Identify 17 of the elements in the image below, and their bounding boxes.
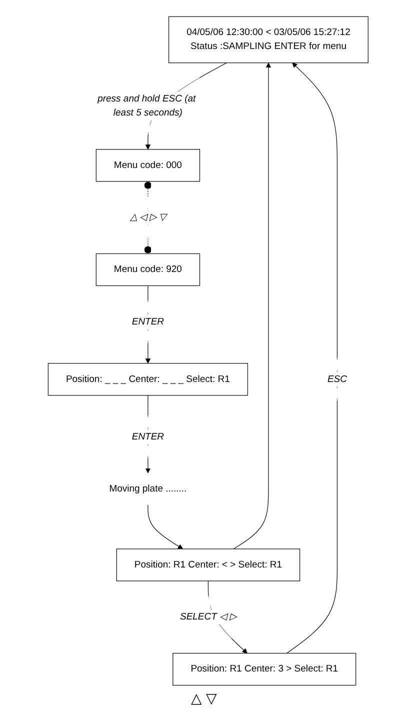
- arrow: [233, 62, 272, 550]
- edge-label: ESC: [327, 374, 347, 384]
- node-box: Position: R1 Center: < > Select: R1: [116, 548, 300, 582]
- node-box: Position: _ _ _ Center: _ _ _ Select: R1: [48, 363, 248, 396]
- edge-label: SELECT ◁ ▷: [180, 612, 236, 622]
- edge-label: △ ◁ ▷ ▽: [130, 212, 166, 222]
- node-box: Menu code: 000: [96, 149, 200, 182]
- arrow: [286, 62, 338, 654]
- node-box: Menu code: 920: [96, 253, 200, 286]
- edge-label: ENTER: [132, 316, 164, 327]
- edge-label: ENTER: [132, 432, 164, 442]
- arrow-keys-label: △ ▽: [191, 690, 217, 706]
- node-box: Position: R1 Center: 3 > Select: R1: [172, 652, 356, 686]
- arrow: [148, 504, 184, 550]
- edge-label: press and hold ESC (at least 5 seconds): [98, 94, 196, 118]
- node-box: 04/05/06 12:30:00 < 03/05/06 15:27:12 Status :SAMPLING ENTER for menu: [168, 16, 368, 64]
- node-text: Moving plate ........: [109, 484, 187, 494]
